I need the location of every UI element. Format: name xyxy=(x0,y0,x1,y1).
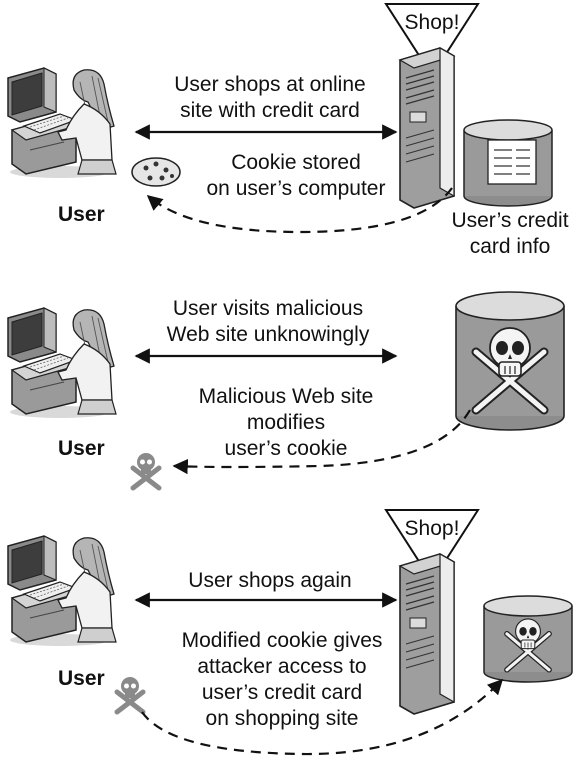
label-visits-malicious: User visits malicious Web site unknowing… xyxy=(150,296,386,348)
label-line: on user’s computer xyxy=(206,177,386,200)
label-line: User shops again xyxy=(188,569,352,592)
label-credit-card-info: User’s credit card info xyxy=(440,208,580,260)
user-computer-icon xyxy=(7,307,117,419)
label-cookie-stored: Cookie stored on user’s computer xyxy=(188,150,404,202)
dashed-arrow-modifies-cookie xyxy=(172,409,471,475)
dashed-arrow-cookie-stored xyxy=(146,187,453,234)
shop-sign-label: Shop! xyxy=(404,517,460,540)
user-label: User xyxy=(58,203,105,226)
malicious-site-database-icon xyxy=(455,291,565,431)
user-label: User xyxy=(58,667,105,690)
compromised-database-icon xyxy=(483,595,573,683)
label-line: Modified cookie gives xyxy=(181,629,383,652)
label-line: Web site unknowingly xyxy=(166,323,370,346)
label-line: modifies xyxy=(246,411,326,434)
label-line: User visits malicious xyxy=(172,297,364,320)
label-shops-online: User shops at online site with credit ca… xyxy=(160,72,380,124)
shop-server-icon xyxy=(399,553,455,715)
label-line: Cookie stored xyxy=(231,151,361,174)
label-modifies-cookie: Malicious Web site modifies user’s cooki… xyxy=(176,384,396,462)
label-line: User’s credit xyxy=(451,209,569,232)
modified-cookie-skull-icon xyxy=(133,453,159,488)
modified-cookie-skull-icon xyxy=(117,677,143,712)
label-line: User shops at online xyxy=(174,73,366,96)
label-line: on shopping site xyxy=(205,707,359,730)
user-label: User xyxy=(58,437,105,460)
credit-card-database-icon xyxy=(463,119,553,207)
label-line: attacker access to xyxy=(197,655,367,678)
label-line: user’s cookie xyxy=(224,437,348,460)
label-line: Malicious Web site xyxy=(198,385,374,408)
label-line: site with credit card xyxy=(180,99,360,122)
label-line: user’s credit card xyxy=(201,681,363,704)
label-shops-again: User shops again xyxy=(160,568,380,594)
label-line: card info xyxy=(469,235,551,258)
cookie-icon xyxy=(131,157,181,187)
shop-sign-label: Shop! xyxy=(404,11,460,34)
user-computer-icon xyxy=(7,535,117,647)
shop-server-icon xyxy=(399,47,455,209)
dashed-arrow-attacker-access xyxy=(141,678,504,756)
user-computer-icon xyxy=(7,67,117,179)
label-attacker-access: Modified cookie gives attacker access to… xyxy=(164,628,400,732)
